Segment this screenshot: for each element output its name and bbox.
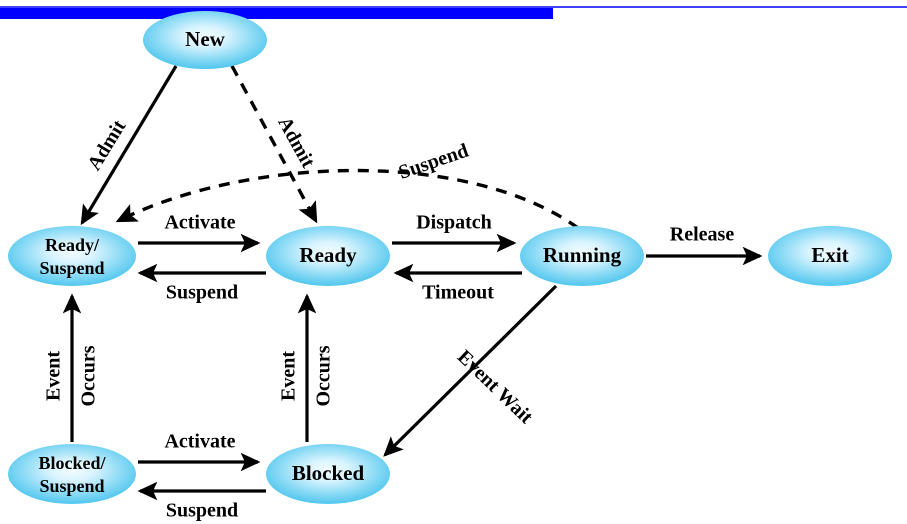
node-exit[interactable]: Exit: [768, 226, 892, 286]
edge-label-occurs-left: Occurs: [78, 345, 100, 406]
title-accent-bar: [0, 8, 553, 19]
edge-label-event-mid: Event: [278, 351, 300, 401]
node-blocked-suspend[interactable]: Blocked/ Suspend: [8, 444, 136, 504]
node-label-blocked: Blocked: [292, 461, 365, 485]
edge-label-suspend-top: Suspend: [166, 282, 238, 304]
edge-ready-to-ready-suspend: Suspend: [137, 263, 266, 304]
edge-label-admit-left: Admit: [83, 116, 130, 174]
node-label-exit: Exit: [811, 243, 848, 267]
node-label-running: Running: [543, 243, 622, 267]
node-ready-suspend[interactable]: Ready/ Suspend: [8, 226, 136, 286]
edge-running-to-exit: Release: [646, 224, 763, 266]
node-running[interactable]: Running: [520, 226, 644, 286]
node-ready[interactable]: Ready: [266, 226, 390, 286]
edge-new-to-ready-suspend: Admit: [80, 65, 178, 226]
edge-label-timeout: Timeout: [422, 282, 494, 304]
edge-label-activate-bottom: Activate: [164, 431, 235, 453]
edge-blocked-suspend-to-ready-suspend: Event Occurs: [43, 293, 100, 442]
edge-label-admit-right: Admit: [273, 113, 319, 172]
node-blocked[interactable]: Blocked: [266, 444, 390, 504]
edge-ready-to-running: Dispatch: [392, 212, 517, 253]
node-label-ready-suspend-line2: Suspend: [39, 258, 104, 278]
edge-label-suspend-curve: Suspend: [396, 140, 472, 184]
edge-blocked-to-ready: Event Occurs: [278, 293, 335, 442]
edge-label-suspend-bottom: Suspend: [166, 500, 238, 522]
edge-ready-suspend-to-ready: Activate: [138, 212, 261, 253]
edge-blocked-suspend-to-blocked: Activate: [138, 431, 261, 472]
node-label-ready: Ready: [299, 243, 357, 267]
node-label-blocked-suspend-line1: Blocked/: [38, 453, 106, 473]
edge-running-to-ready: Timeout: [393, 263, 522, 304]
node-new[interactable]: New: [143, 11, 267, 69]
node-label-blocked-suspend-line2: Suspend: [39, 476, 104, 496]
node-label-ready-suspend-line1: Ready/: [45, 235, 100, 255]
edge-blocked-to-blocked-suspend: Suspend: [137, 481, 266, 522]
edge-label-event-wait: Event Wait: [453, 346, 537, 429]
node-label-new: New: [185, 27, 225, 51]
edge-running-to-blocked: Event Wait: [383, 284, 558, 457]
edge-label-dispatch: Dispatch: [416, 212, 492, 234]
edge-label-activate-top: Activate: [164, 212, 235, 234]
edge-label-release: Release: [670, 224, 735, 246]
edge-label-event-left: Event: [43, 351, 65, 401]
edge-label-occurs-mid: Occurs: [313, 345, 335, 406]
edge-new-to-ready: Admit: [230, 65, 319, 224]
